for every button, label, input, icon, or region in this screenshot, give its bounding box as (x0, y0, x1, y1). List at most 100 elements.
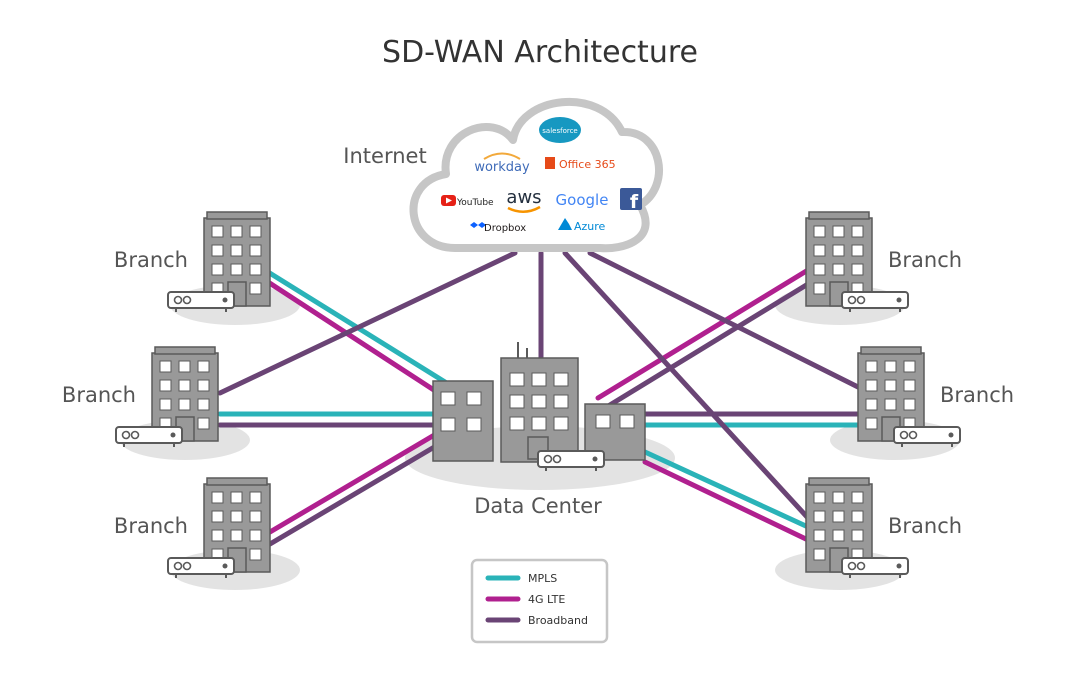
branch-router (167, 557, 235, 578)
branch-windows (813, 491, 864, 561)
window (851, 225, 864, 238)
router-led-icon (130, 430, 140, 440)
window (813, 282, 826, 295)
google-logo: Google (556, 191, 609, 209)
azure-icon (558, 218, 572, 230)
window (197, 417, 210, 430)
window (440, 417, 456, 432)
router-port-icon (896, 563, 902, 569)
window (851, 491, 864, 504)
router-led-icon (552, 454, 562, 464)
window (813, 244, 826, 257)
window (865, 379, 878, 392)
window (178, 360, 191, 373)
branch-label: Branch (62, 383, 136, 407)
router-body (893, 426, 961, 444)
router-body (167, 557, 235, 575)
window (211, 529, 224, 542)
salesforce-text: salesforce (542, 127, 577, 135)
window (553, 416, 569, 431)
window (509, 416, 525, 431)
window (466, 391, 482, 406)
window (851, 529, 864, 542)
dc-router-device (537, 450, 605, 471)
diagram-title: SD-WAN Architecture (382, 35, 698, 70)
window (851, 510, 864, 523)
branch-left-middle: Branch (62, 346, 219, 447)
branch-router (115, 426, 183, 447)
router-port-icon (948, 432, 954, 438)
window (230, 491, 243, 504)
router-led-icon (543, 454, 553, 464)
broadband-link-internet-right-middle (587, 250, 863, 391)
window (865, 398, 878, 411)
window (249, 529, 262, 542)
window (509, 372, 525, 387)
router-body (115, 426, 183, 444)
dropbox-text: Dropbox (484, 223, 526, 234)
window (509, 394, 525, 409)
router-led-icon (856, 561, 866, 571)
facebook-logo: f (620, 188, 642, 213)
window (884, 398, 897, 411)
window (197, 379, 210, 392)
window (903, 398, 916, 411)
router-led-icon (182, 561, 192, 571)
window (211, 510, 224, 523)
data-center-label: Data Center (474, 494, 602, 518)
router-port-icon (170, 432, 176, 438)
router-port-icon (222, 563, 228, 569)
router-body (841, 557, 909, 575)
office-icon (545, 157, 555, 169)
window (230, 225, 243, 238)
azure-logo: Azure (558, 218, 606, 233)
branch-roof (808, 211, 870, 220)
window (595, 414, 611, 429)
window (903, 360, 916, 373)
window (832, 510, 845, 523)
broadband-link-left-bottom (267, 443, 439, 547)
window (903, 379, 916, 392)
router-port-icon (896, 297, 902, 303)
window (249, 548, 262, 561)
router-led-icon (847, 295, 857, 305)
facebook-icon (620, 188, 642, 210)
window (884, 360, 897, 373)
window (553, 394, 569, 409)
branch-router (841, 291, 909, 312)
window (531, 416, 547, 431)
window (619, 414, 635, 429)
branch-roof (154, 346, 216, 355)
window (440, 391, 456, 406)
lte-link-right-top (595, 267, 811, 401)
dc-windows (440, 372, 635, 432)
mpls-link-right-bottom (642, 449, 811, 530)
dropbox-icon (470, 222, 486, 228)
branch-left-top: Branch (114, 211, 271, 312)
window (230, 263, 243, 276)
window (813, 510, 826, 523)
youtube-triangle-icon (446, 197, 452, 204)
salesforce-cloud-icon (539, 117, 581, 143)
branch-router (167, 291, 235, 312)
branch-windows (211, 225, 262, 295)
router-led-icon (856, 295, 866, 305)
window (884, 379, 897, 392)
window (553, 372, 569, 387)
lte-link-right-bottom (642, 459, 811, 543)
router-body (841, 291, 909, 309)
router-led-icon (182, 295, 192, 305)
window (865, 360, 878, 373)
window (249, 225, 262, 238)
broadband-link-right-top (602, 281, 811, 411)
data-center: Data Center (432, 342, 646, 518)
branch-roof (860, 346, 922, 355)
branch-windows (211, 491, 262, 561)
window (832, 491, 845, 504)
workday-arc-icon (483, 152, 521, 160)
window (466, 417, 482, 432)
window (832, 529, 845, 542)
